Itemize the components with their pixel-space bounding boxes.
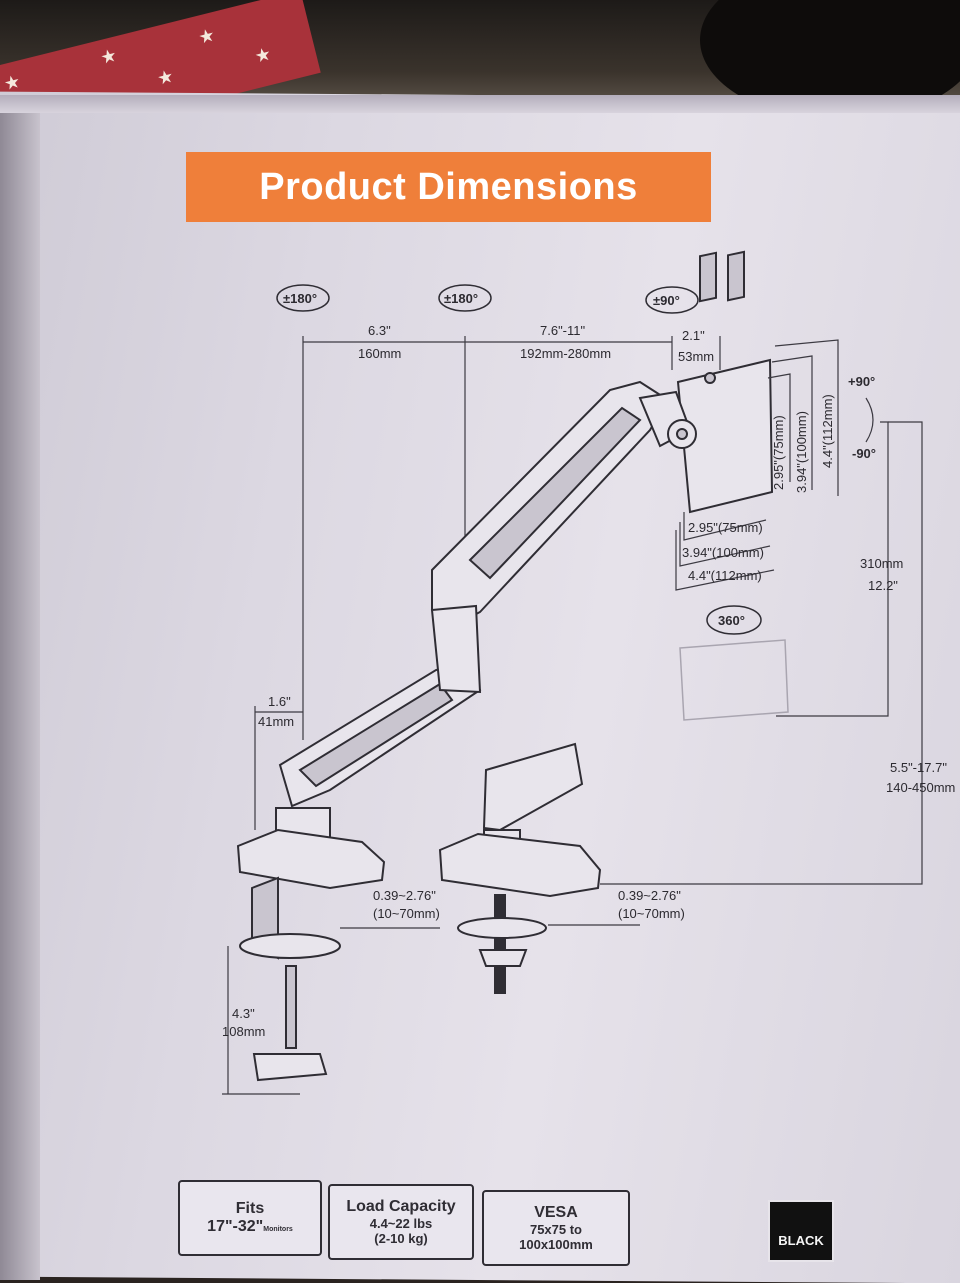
vesa-to: 100x100mm (519, 1237, 593, 1252)
dimension-line (767, 373, 791, 482)
vesa-h75: 2.95"(75mm) (688, 520, 763, 535)
clamp-depth-mm: 108mm (222, 1024, 265, 1039)
arm2-mm: 192mm-280mm (520, 346, 611, 361)
dimension-line (771, 355, 813, 490)
rotation-label: ±180° (444, 291, 478, 306)
vesa-h100: 3.94"(100mm) (682, 545, 764, 560)
load-capacity-spec: Load Capacity 4.4~22 lbs (2-10 kg) (328, 1184, 474, 1260)
dimension-line (600, 421, 923, 885)
fits-unit: Monitors (263, 1226, 293, 1233)
height-inch: 12.2" (868, 578, 898, 593)
head-mm: 53mm (678, 349, 714, 364)
load-lbs: 4.4~22 lbs (369, 1216, 433, 1231)
vesa-plate (676, 250, 774, 514)
tilt-arrow-icon (865, 397, 874, 443)
rotation-label: ±180° (283, 291, 317, 306)
fits-title: Fits (235, 1200, 265, 1217)
rotation-label: ±90° (653, 293, 680, 308)
clamp-thickness-mm: (10~70mm) (373, 906, 440, 921)
rotation-badge-swivel: 360° (706, 605, 762, 635)
dimension-line (683, 512, 767, 541)
vesa-v112: 4.4"(112mm) (820, 394, 835, 468)
load-title: Load Capacity (346, 1198, 456, 1215)
fits-value-row: 17"-32"Monitors (180, 1218, 320, 1236)
pole-offset-inch: 1.6" (268, 694, 291, 709)
box-shadow (0, 95, 40, 1280)
arm2-inch: 7.6"-11" (540, 323, 586, 338)
box-edge (0, 95, 960, 113)
pole-offset-mm: 41mm (258, 714, 294, 729)
vesa-title: VESA (534, 1204, 578, 1221)
clamp-base (236, 807, 386, 1082)
fits-value: 17"-32" (207, 1218, 264, 1235)
arm1-mm: 160mm (358, 346, 401, 361)
tilt-down-label: -90° (852, 446, 876, 461)
rotation-label: 360° (718, 613, 745, 628)
grommet-base (438, 832, 602, 994)
vesa-spec: VESA 75x75 to 100x100mm (482, 1190, 630, 1266)
fits-spec: Fits 17"-32"Monitors (178, 1180, 322, 1256)
rotation-badge-head: ±90° (645, 286, 699, 314)
vesa-h112: 4.4"(112mm) (688, 568, 762, 583)
rotation-badge-base: ±180° (276, 284, 330, 312)
rotation-badge-mid: ±180° (438, 284, 492, 312)
page-title: Product Dimensions (186, 152, 711, 222)
vesa-v75: 2.95"(75mm) (771, 415, 786, 490)
range-inch: 5.5"-17.7" (890, 760, 947, 775)
load-kg: (2-10 kg) (374, 1231, 428, 1246)
dimension-line (679, 522, 771, 567)
lower-arm (278, 604, 482, 808)
vesa-from: 75x75 to (529, 1222, 583, 1237)
color-badge: BLACK (768, 1200, 834, 1262)
range-mm: 140-450mm (886, 780, 955, 795)
grommet-thickness-inch: 0.39~2.76" (618, 888, 681, 903)
vesa-plate-ghost (679, 639, 789, 721)
grommet-thickness-mm: (10~70mm) (618, 906, 685, 921)
head-inch: 2.1" (682, 328, 705, 343)
dimension-line (774, 339, 839, 496)
dimension-line (675, 530, 775, 591)
vesa-v100: 3.94"(100mm) (794, 411, 809, 493)
lower-arm-ghost (482, 742, 584, 851)
tilt-up-label: +90° (848, 374, 875, 389)
arm1-inch: 6.3" (368, 323, 391, 338)
clamp-thickness-inch: 0.39~2.76" (373, 888, 436, 903)
clamp-depth-inch: 4.3" (232, 1006, 255, 1021)
height-mm: 310mm (860, 556, 903, 571)
dimension-line (776, 421, 889, 717)
upper-arm (431, 380, 697, 630)
